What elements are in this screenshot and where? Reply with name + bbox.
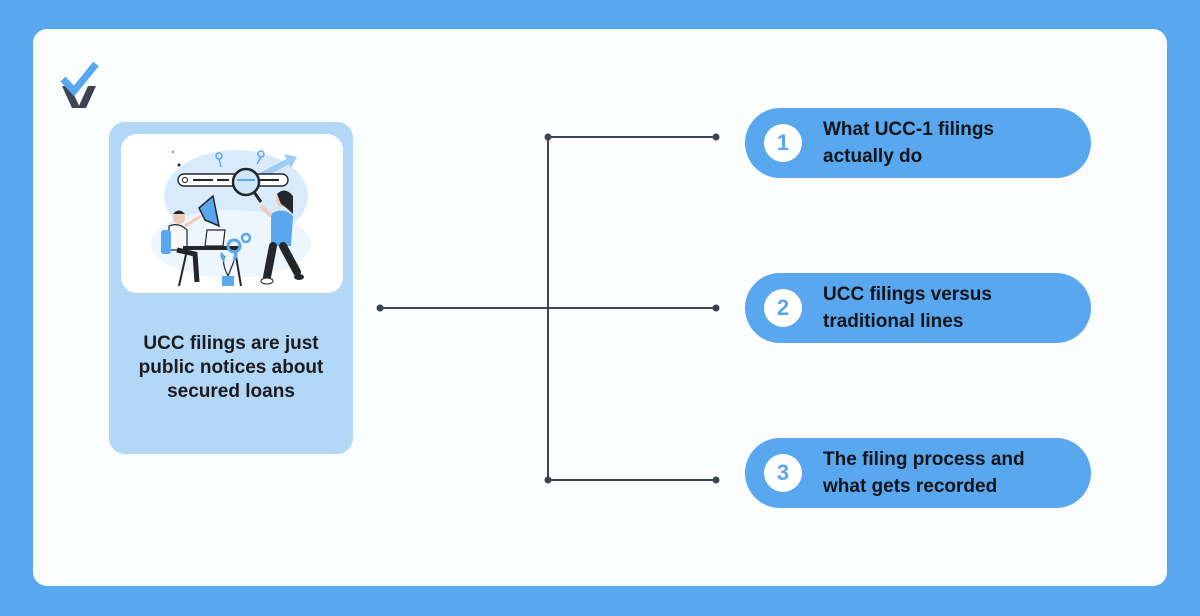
step-3-label: The filing process and what gets recorde…: [823, 449, 1025, 497]
step-2-pill: 2 UCC filings versus traditional lines: [745, 273, 1091, 343]
summary-text: UCC filings are just public notices abou…: [138, 333, 324, 402]
step-2-number: 2: [764, 289, 802, 327]
step-1-label: What UCC-1 filings actually do: [823, 119, 994, 167]
step-2-label: UCC filings versus traditional lines: [823, 284, 992, 332]
checkmark-x-logo-icon: [60, 61, 99, 108]
megaphone-search-illustration: [121, 134, 343, 293]
step-3-number: 3: [764, 454, 802, 492]
step-1-pill: 1 What UCC-1 filings actually do: [745, 108, 1091, 178]
step-3-pill: 3 The filing process and what gets recor…: [745, 438, 1091, 508]
step-1-number: 1: [764, 124, 802, 162]
